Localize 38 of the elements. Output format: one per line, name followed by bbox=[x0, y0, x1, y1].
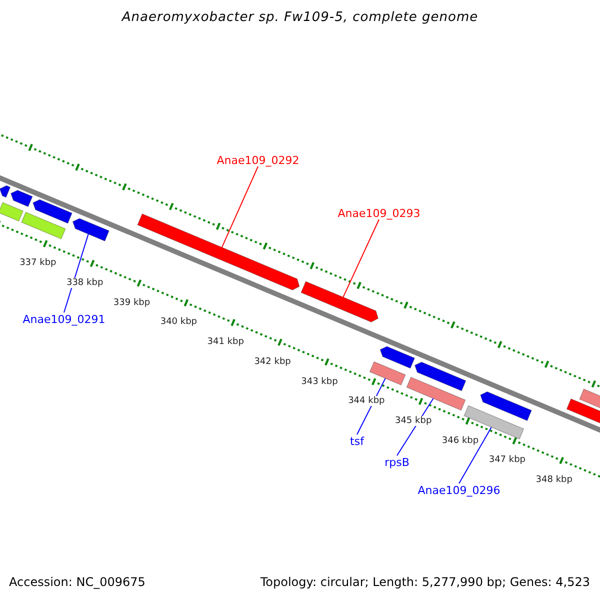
scale-label: 344 kbp bbox=[348, 396, 385, 406]
gene-block bbox=[300, 280, 379, 322]
gene-block bbox=[0, 185, 11, 198]
gene-label: tsf bbox=[350, 434, 364, 448]
scale-label: 342 kbp bbox=[254, 356, 291, 367]
scale-label: 345 kbp bbox=[394, 416, 432, 426]
title: Anaeromyxobacter sp. Fw109-5, complete genome bbox=[120, 10, 480, 25]
gene-bar bbox=[20, 212, 66, 240]
leader-line bbox=[458, 426, 492, 484]
gene-block bbox=[380, 346, 416, 369]
leader-line bbox=[64, 234, 89, 313]
footer-text: Topology: circular; Length: 5,277,990 bp; Genes: 4,523 bbox=[260, 575, 590, 589]
scale-label: 343 kbp bbox=[301, 376, 338, 387]
scale-label: 339 kbp bbox=[113, 298, 150, 308]
scale-label: 348 kbp bbox=[536, 475, 572, 486]
scale-label: 338 kbp bbox=[66, 278, 104, 288]
gene-block bbox=[480, 391, 532, 422]
scale-label: 347 kbp bbox=[488, 455, 526, 466]
gene-block bbox=[137, 213, 300, 290]
gene-label: rpsB bbox=[384, 456, 410, 468]
footer-text: Accession: NC_009675 bbox=[9, 575, 146, 589]
gene-block bbox=[72, 218, 110, 242]
scale-label: 340 kbp bbox=[160, 317, 198, 328]
gene-label: Anae109_0291 bbox=[22, 312, 106, 326]
gene-block bbox=[10, 190, 33, 208]
gene-label: Anae109_0292 bbox=[216, 154, 300, 166]
leader-line bbox=[342, 219, 380, 298]
scale-label: 346 kbp bbox=[442, 436, 479, 446]
gene-block bbox=[414, 362, 466, 392]
leader-line bbox=[221, 166, 258, 248]
gene-label: Anae109_0293 bbox=[338, 206, 420, 220]
gene-bar bbox=[406, 376, 466, 411]
gene-label: Anae109_0296 bbox=[418, 484, 500, 496]
scale-label: 341 kbp bbox=[207, 337, 244, 348]
gene-bar bbox=[0, 202, 24, 222]
gene-block bbox=[32, 199, 73, 224]
scale-label: 337 kbp bbox=[20, 258, 56, 268]
gene-bar bbox=[369, 361, 406, 386]
